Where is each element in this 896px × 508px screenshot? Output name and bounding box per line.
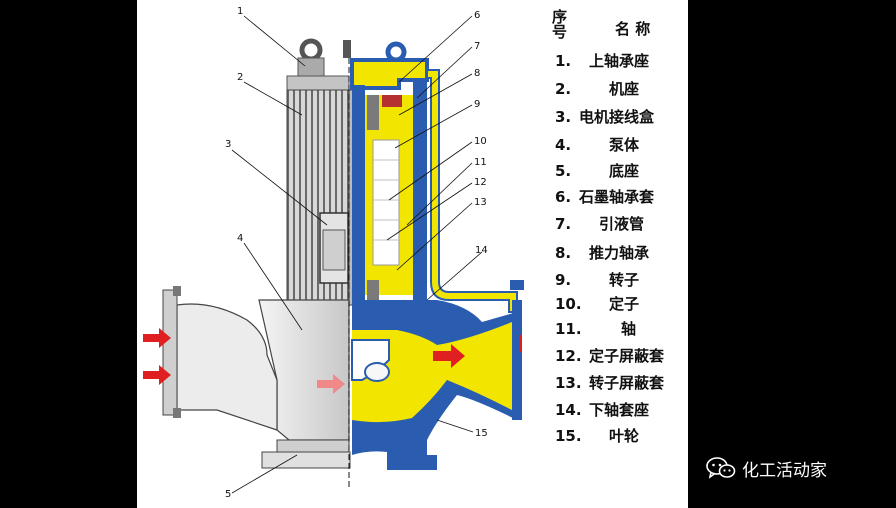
legend-item: 5.底座 <box>555 162 640 180</box>
inlet-arrow-upper <box>143 328 171 348</box>
callout-9: 9 <box>474 99 480 110</box>
flow-arrows <box>143 328 521 394</box>
callout-3: 3 <box>225 139 231 150</box>
legend-item: 14.下轴套座 <box>555 401 650 419</box>
legend-item: 9.转子 <box>555 271 640 289</box>
legend-item: 3.电机接线盒 <box>555 108 655 126</box>
slide-canvas: 1 2 3 4 5 6 7 8 9 10 11 12 13 14 15 <box>137 0 688 508</box>
pump-cutaway <box>343 40 524 470</box>
leader-lines <box>231 15 483 494</box>
callout-13: 13 <box>474 197 487 208</box>
legend-item: 7.引液管 <box>555 215 645 233</box>
pump-cross-section-diagram: 1 2 3 4 5 6 7 8 9 10 11 12 13 14 15 <box>143 6 524 500</box>
callout-11: 11 <box>474 157 487 168</box>
legend-item: 1.上轴承座 <box>555 52 650 70</box>
legend-item: 11.轴 <box>555 320 637 338</box>
watermark-text: 化工活动家 <box>742 460 827 481</box>
legend-item: 4.泵体 <box>555 136 640 154</box>
callout-2: 2 <box>237 72 243 83</box>
callout-1: 1 <box>237 6 243 17</box>
legend-header-name: 名 称 <box>615 20 651 38</box>
callout-7: 7 <box>474 41 480 52</box>
wechat-icon <box>706 457 736 479</box>
motor-housing-exterior <box>162 38 360 469</box>
legend-item: 12.定子屏蔽套 <box>555 347 665 365</box>
legend-header-seq-line2: 号 <box>552 23 568 41</box>
legend-item: 13.转子屏蔽套 <box>555 374 665 392</box>
callout-14: 14 <box>475 245 488 256</box>
impeller-flow-arrow <box>317 374 345 394</box>
callout-6: 6 <box>474 10 480 21</box>
legend-item: 8.推力轴承 <box>555 244 650 262</box>
legend-item: 15.叶轮 <box>555 427 640 445</box>
legend-header-seq: 序 号 <box>552 10 567 40</box>
inlet-arrow-lower <box>143 365 171 385</box>
legend-item: 6.石墨轴承套 <box>555 188 655 206</box>
callout-4: 4 <box>237 233 243 244</box>
callout-8: 8 <box>474 68 480 79</box>
legend-item: 10.定子 <box>555 295 640 313</box>
callout-15: 15 <box>475 428 488 439</box>
callout-12: 12 <box>474 177 487 188</box>
callout-10: 10 <box>474 136 487 147</box>
legend-header-seq-line1: 序 <box>552 8 568 26</box>
legend-item: 2.机座 <box>555 80 640 98</box>
outlet-arrow <box>433 344 465 368</box>
callout-5: 5 <box>225 489 231 500</box>
watermark: 化工活动家 <box>706 453 827 483</box>
